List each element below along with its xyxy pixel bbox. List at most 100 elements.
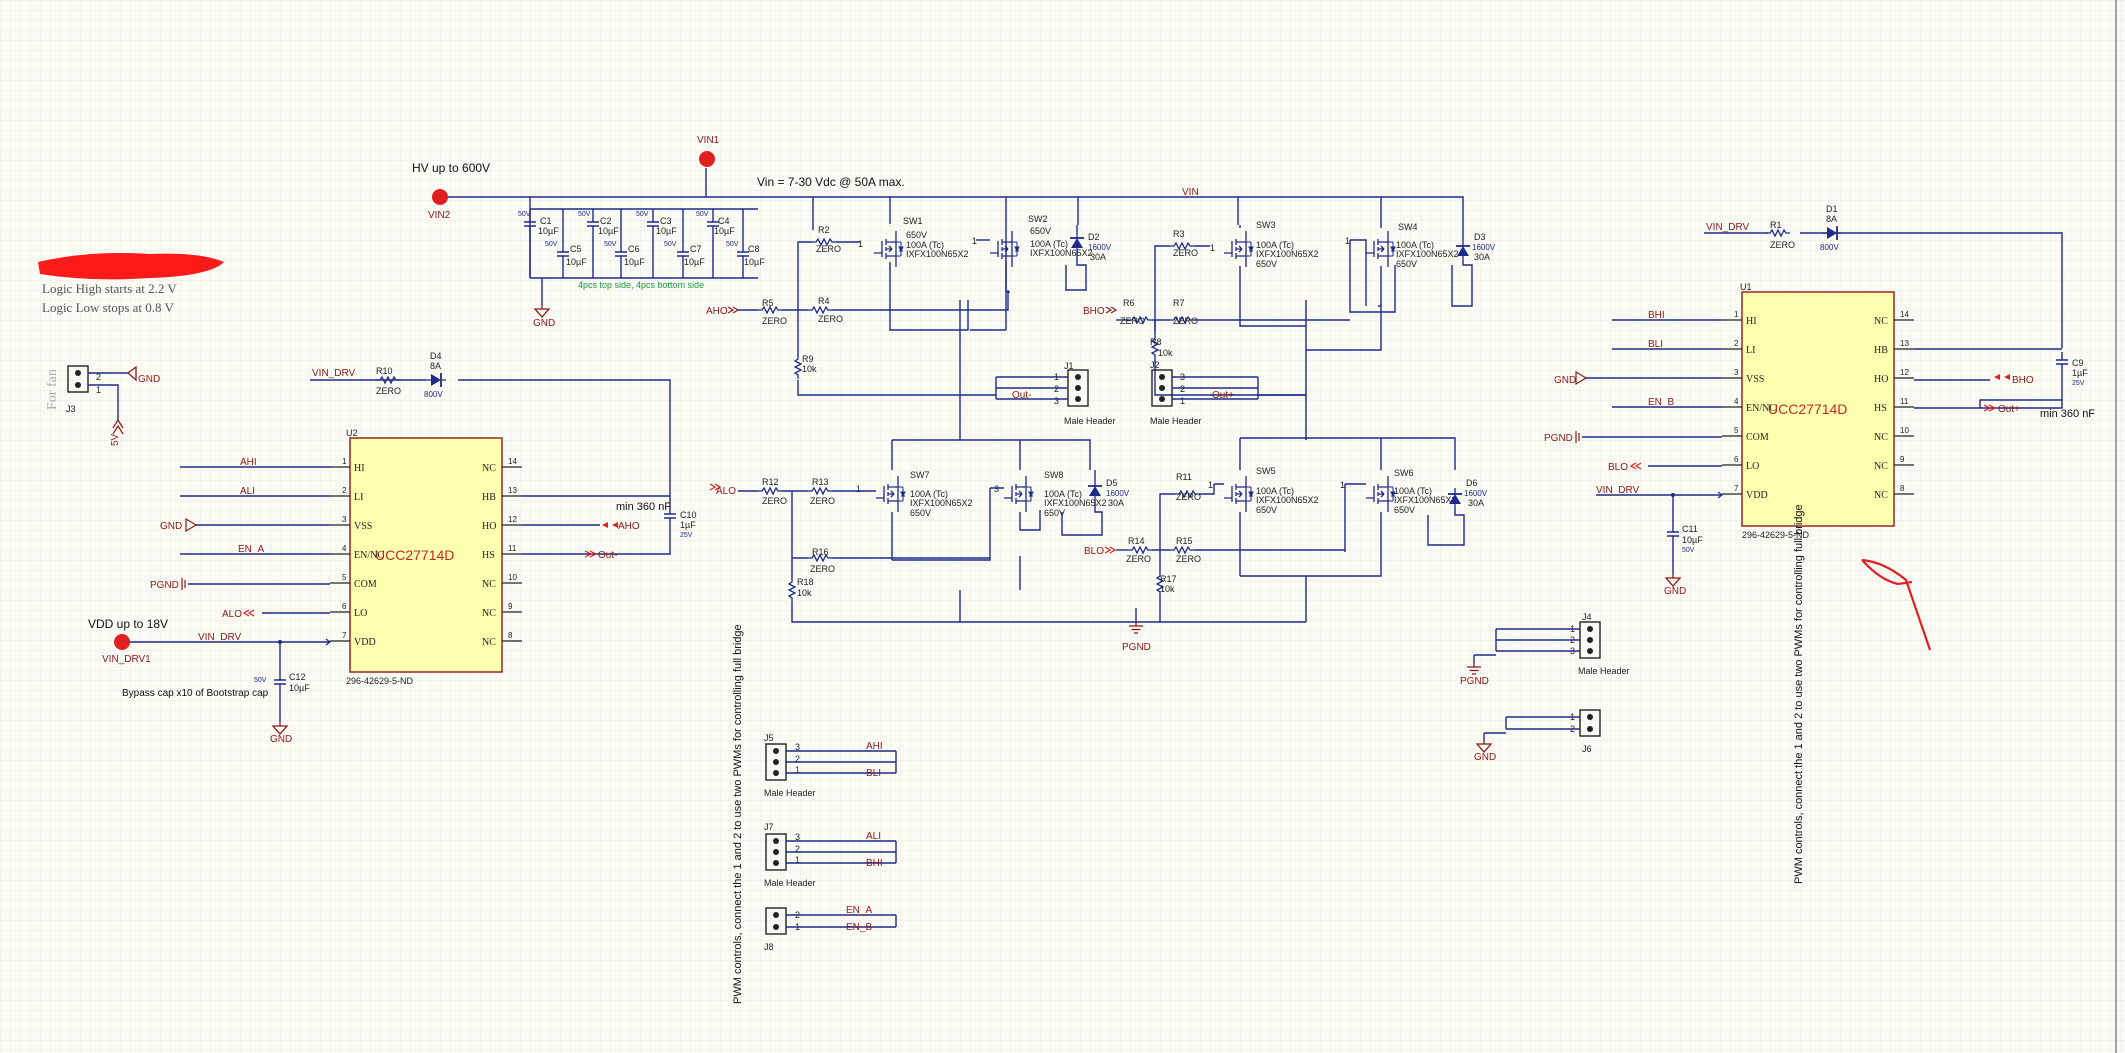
r12-ref: R12: [762, 477, 779, 487]
u2-wiring: AHI ALI EN_A GND PGND ALO VIN_DRV C12 10…: [88, 351, 697, 745]
c3-val: 10µF: [656, 226, 677, 236]
j7-ali-label: ALI: [866, 831, 881, 842]
c9-ref: C9: [2072, 358, 2084, 368]
gate-driver-u1[interactable]: U1 UCC27714D 296-42629-5-ND 1HI2LI3VSS4E…: [1722, 282, 1914, 540]
r1-val: ZERO: [1770, 240, 1795, 250]
j3-pin2: 2: [96, 372, 101, 382]
c2-val: 10µF: [598, 226, 619, 236]
gate-driver-u2[interactable]: U2 UCC27714D 296-42629-5-ND 1HI2LI3VSS4E…: [330, 428, 522, 686]
c10-ref: C10: [680, 510, 697, 520]
r7-ref: R7: [1173, 298, 1185, 308]
alo-input[interactable]: ALO R12 ZERO R13 ZERO R16 ZERO R18 10k: [709, 477, 1306, 623]
c4-val: 10µF: [714, 226, 735, 236]
u2pins-pin-number: 3: [342, 515, 347, 524]
bridge-leg-a[interactable]: SW1 650V 100A (Tc) IXFX100N65X2 SW2 650V…: [811, 197, 1112, 358]
u2-vindrv-top-label: VIN_DRV: [312, 368, 355, 379]
enable-connector-j8[interactable]: 2 1 J8 EN_A EN_B: [764, 905, 897, 952]
fan-connector-j3[interactable]: For fan J3 2 1 GND 5V: [45, 365, 160, 446]
u2-vindrv-label: VIN_DRV: [198, 632, 241, 643]
c2-ref: C2: [600, 216, 612, 226]
j1-male-label: Male Header: [1064, 416, 1116, 426]
u1pins-pin-number: 9: [1900, 455, 1905, 464]
d3-amp: 30A: [1474, 252, 1490, 262]
pgnd-center-label: PGND: [1122, 642, 1151, 653]
u1-enb-label: EN_B: [1648, 397, 1674, 408]
vin-rail: [706, 196, 1464, 240]
j1-pin3: 3: [1054, 396, 1059, 406]
vin-note: Vin = 7-30 Vdc @ 50A max.: [757, 175, 905, 189]
u1pins-pin-name: NC: [1874, 432, 1888, 443]
u1pins-pin-name: HS: [1874, 403, 1887, 414]
out-plus-connector-j2[interactable]: J2 3 2 1 Out+ Male Header: [1150, 360, 1306, 426]
d3-volt: 1600V: [1472, 243, 1496, 252]
gnd-connector-j6[interactable]: 1 2 J6 GND: [1474, 709, 1601, 763]
pcs-note: 4pcs top side, 4pcs bottom side: [578, 280, 704, 290]
vin1-port[interactable]: VIN1: [697, 135, 720, 167]
vin2-label: VIN2: [428, 210, 451, 221]
u2pins-pin-name: NC: [482, 463, 496, 474]
r11-val: ZERO: [1176, 492, 1201, 502]
j5-ref: J5: [764, 733, 774, 743]
bho-input[interactable]: BHO R6 ZERO R7 ZERO R8 10k: [1083, 298, 1350, 396]
sw8-gate-pin: 3: [994, 484, 999, 494]
blo-input[interactable]: BLO R14 ZERO R11 ZERO R15 ZERO R17 10k: [1084, 472, 1345, 622]
j7-pin3: 3: [795, 832, 800, 842]
sw6-volt: 650V: [1394, 505, 1415, 515]
u1-blo-label: BLO: [1608, 462, 1628, 473]
u2pins-pin-number: 14: [508, 457, 517, 466]
aho-input[interactable]: AHO R5 ZERO R4 ZERO R9 10k: [706, 241, 1009, 396]
bridge-leg-b-low[interactable]: SW5 100A (Tc) IXFX100N65X2 650V SW6 100A…: [1208, 437, 1488, 622]
u2-ali-label: ALI: [240, 486, 255, 497]
c7-ref: C7: [690, 244, 702, 254]
pgnd-connector-j4[interactable]: J4 1 2 3 PGND Male Header: [1460, 612, 1630, 687]
u1pins-pin-number: 12: [1900, 368, 1909, 377]
r15-ref: R15: [1176, 536, 1193, 546]
sw1-gate-pin: 1: [858, 239, 863, 249]
bridge-leg-a-low[interactable]: SW7 100A (Tc) IXFX100N65X2 650V SW8 100A…: [856, 358, 1130, 590]
hv-input[interactable]: HV up to 600V VIN2: [412, 161, 707, 221]
j3-ref: J3: [66, 404, 76, 414]
sw7-amp: 100A (Tc): [910, 489, 948, 499]
c11-val: 10µF: [1682, 535, 1703, 545]
u1pins-pin-number: 2: [1734, 339, 1739, 348]
sw7-volt: 650V: [910, 508, 931, 518]
c6-volt: 50V: [604, 241, 617, 248]
u1-vindrv-label: VIN_DRV: [1596, 485, 1639, 496]
sw1-amp: 100A (Tc): [906, 240, 944, 250]
pwm-connector-j5[interactable]: J5 3 2 1 AHI BLI Male Header: [764, 733, 897, 798]
j7-pin2: 2: [795, 844, 800, 854]
u2-alo-label: ALO: [222, 609, 242, 620]
logic-low-note: Logic Low stops at 0.8 V: [42, 300, 175, 315]
j4-pgnd-label: PGND: [1460, 676, 1489, 687]
j5-pin3: 3: [795, 742, 800, 752]
d4-ref: D4: [430, 351, 442, 361]
bridge-leg-b[interactable]: SW3 100A (Tc) IXFX100N65X2 650V SW4 100A…: [1154, 220, 1496, 440]
r4-val: ZERO: [818, 314, 843, 324]
pwm-connector-j7[interactable]: J7 3 2 1 ALI BHI Male Header: [764, 822, 897, 888]
sw5-part: IXFX100N65X2: [1256, 495, 1319, 505]
j4-ref: J4: [1582, 612, 1592, 622]
sw8-part: IXFX100N65X2: [1044, 498, 1107, 508]
d6-amp: 30A: [1468, 498, 1484, 508]
u1-vindrv-top-label: VIN_DRV: [1706, 222, 1749, 233]
out-minus-connector-j1[interactable]: J1 1 2 3 Out- Male Header: [960, 361, 1116, 426]
j1-outminus-label: Out-: [1012, 390, 1031, 401]
alo-port-label: ALO: [716, 486, 736, 497]
sw2-gate-pin: 1: [972, 236, 977, 246]
c12-gnd-label: GND: [270, 734, 292, 745]
j1-pin2: 2: [1054, 384, 1059, 394]
u1pins-pin-name: NC: [1874, 461, 1888, 472]
r11-ref: R11: [1176, 472, 1192, 482]
r9-val: 10k: [802, 364, 817, 374]
vin1-label: VIN1: [697, 135, 720, 146]
hv-note: HV up to 600V: [412, 161, 490, 175]
u1pins-pin-number: 6: [1734, 455, 1739, 464]
j8-ena-label: EN_A: [846, 905, 872, 916]
r6-val: ZERO: [1120, 316, 1145, 326]
u2pins-pin-name: NC: [482, 608, 496, 619]
fan-gnd-label: GND: [138, 374, 160, 385]
c8-val: 10µF: [744, 257, 765, 267]
sw3-part: IXFX100N65X2: [1256, 249, 1319, 259]
